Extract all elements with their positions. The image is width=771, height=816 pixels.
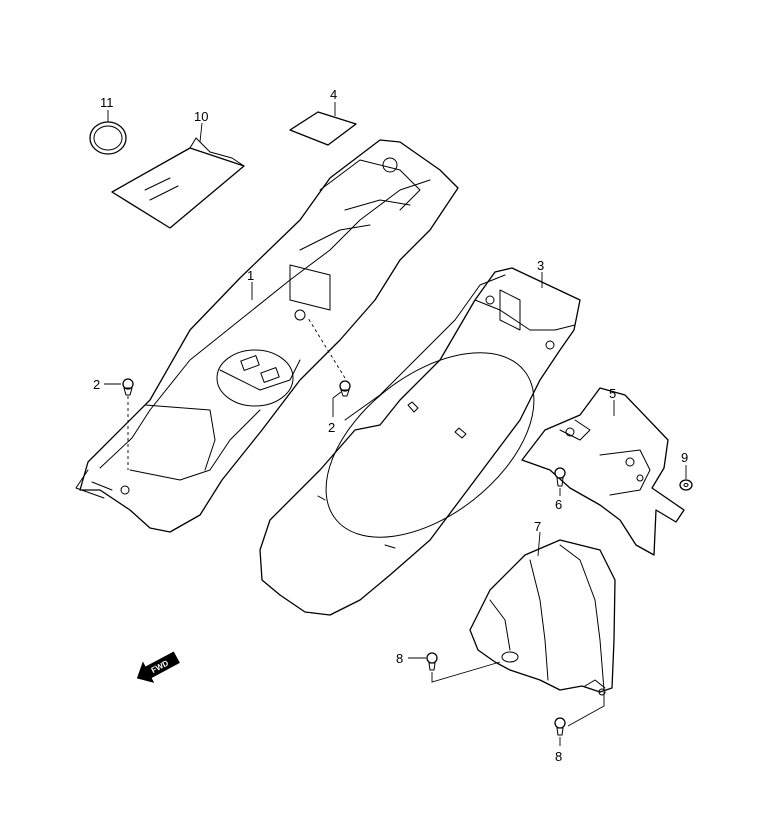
callout-2b: 2 [328, 420, 335, 435]
callout-11: 11 [100, 95, 114, 110]
callout-6: 6 [555, 497, 562, 512]
callout-7: 7 [534, 519, 541, 534]
part-9-washer[interactable] [679, 479, 693, 491]
part-8b-bolt[interactable] [554, 717, 566, 736]
part-4-pad[interactable] [289, 111, 357, 146]
part-11-ring[interactable] [89, 121, 127, 155]
part-8a-bolt[interactable] [426, 652, 438, 671]
part-2a-clip[interactable] [122, 378, 134, 396]
part-5-bracket[interactable] [521, 387, 685, 556]
part-10-bag[interactable] [111, 137, 245, 229]
part-3-inner-fender[interactable] [259, 267, 581, 616]
callout-5: 5 [609, 386, 616, 401]
callout-3: 3 [537, 258, 544, 273]
callout-8a: 8 [396, 651, 403, 666]
callout-10: 10 [194, 109, 208, 124]
callout-8b: 8 [555, 749, 562, 764]
callout-9: 9 [681, 450, 688, 465]
callout-2a: 2 [93, 377, 100, 392]
part-6-bolt[interactable] [554, 467, 566, 487]
part-1-rear-fender[interactable] [75, 139, 459, 533]
callout-4: 4 [330, 87, 337, 102]
part-7-hugger[interactable] [469, 539, 616, 696]
fwd-arrow-icon: FWD [136, 651, 180, 683]
part-2b-clip[interactable] [339, 380, 351, 397]
callout-1: 1 [247, 268, 254, 283]
